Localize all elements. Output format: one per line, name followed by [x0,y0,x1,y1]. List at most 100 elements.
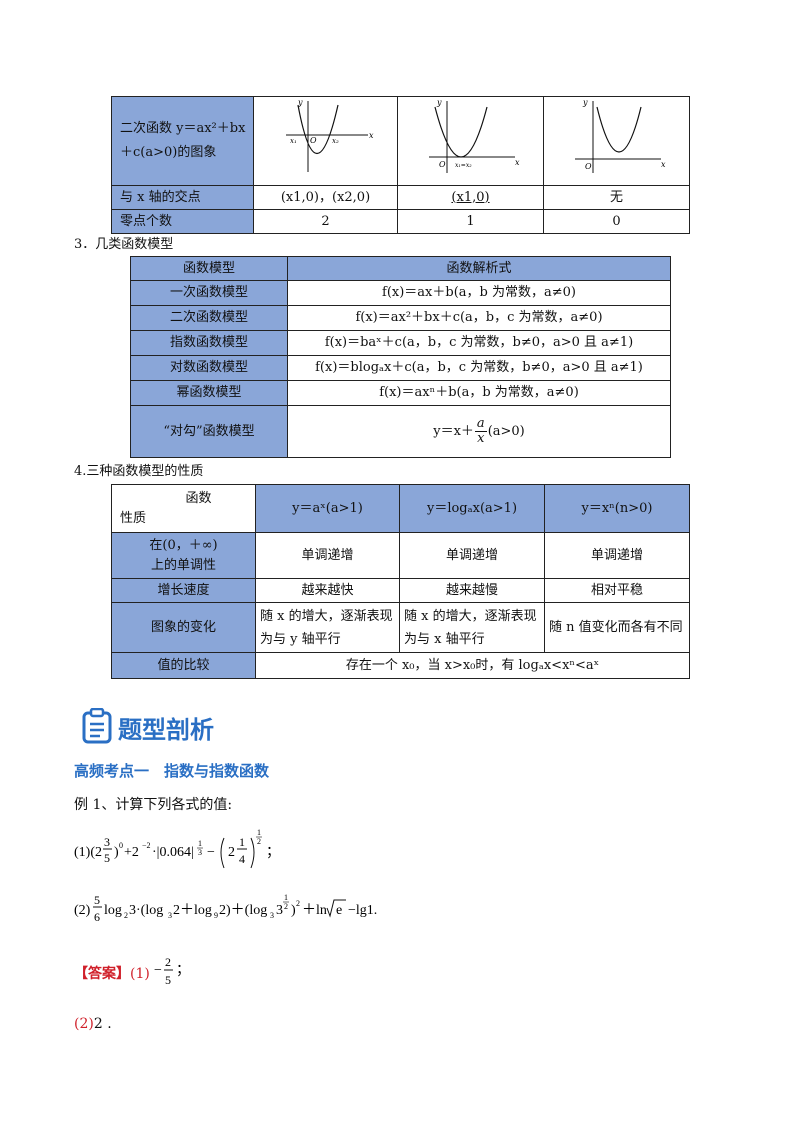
svg-text:1: 1 [239,835,245,849]
row-monotonic: 在(0，＋∞)上的单调性 [111,532,256,579]
svg-text:5: 5 [165,973,171,987]
model-name: 对数函数模型 [130,355,288,381]
header-power: y＝xⁿ(n>0) [544,484,690,533]
svg-text:): ) [114,845,119,860]
svg-text:2: 2 [284,902,288,911]
properties-table: 函数 性质 y＝aˣ(a>1) y＝logₐx(a>1) y＝xⁿ(n>0) 在… [111,484,690,679]
cell: 随 x 的增大，逐渐表现为与 y 轴平行 [255,602,400,653]
section-3-title: 3．几类函数模型 [74,237,174,252]
cell-intersection-0: 无 [543,185,690,210]
svg-text:−: − [154,963,162,978]
svg-text:x: x [515,158,520,167]
svg-text:y: y [297,98,303,107]
svg-text:x₁: x₁ [290,137,297,145]
cell: 越来越快 [255,578,400,603]
svg-text:3·(log: 3·(log [129,903,163,918]
svg-text:2: 2 [228,845,235,860]
answer-label: 【答案】 [74,966,130,982]
svg-text:O: O [585,162,592,171]
topic-title: 高频考点一 指数与指数函数 [74,762,270,780]
svg-text:1: 1 [198,839,202,848]
row-label-intersection: 与 x 轴的交点 [111,185,254,210]
graph-one-root: y x O x₁=x₂ [397,96,544,186]
row-label-graph: 二次函数 y＝ax²＋bx＋c(a>0)的图象 [111,96,254,186]
answer-index: (2) [74,1016,94,1032]
svg-text:log: log [104,903,122,918]
svg-text:−2: −2 [142,841,151,850]
answer-2-value: 2 . [93,1016,112,1032]
graph-two-roots: y x O x₁ x₂ [253,96,398,186]
svg-text:0: 0 [119,841,123,850]
svg-text:2: 2 [296,899,300,908]
svg-text:；: ； [266,845,280,860]
svg-text:3: 3 [104,835,110,849]
svg-text:−lg1.: −lg1. [348,903,377,918]
svg-text:3: 3 [276,903,283,918]
svg-text:x: x [369,131,374,140]
svg-text:+2: +2 [124,845,139,860]
svg-text:·|0.064|: ·|0.064| [152,845,194,860]
svg-text:5: 5 [94,893,100,907]
cell: 随 x 的增大，逐渐表现为与 x 轴平行 [399,602,545,653]
header-model: 函数模型 [130,256,288,281]
svg-text:y: y [582,98,588,107]
svg-text:2: 2 [165,955,171,969]
svg-text:3: 3 [168,911,172,920]
row-comparison: 值的比较 [111,652,256,679]
model-name: 二次函数模型 [130,305,288,331]
svg-text:1: 1 [284,893,288,902]
corner-cell: 函数 性质 [111,484,256,533]
cell-intersection-1: (x1,0) [397,185,544,210]
svg-text:5: 5 [104,851,110,865]
model-formula: f(x)＝ax²＋bx＋c(a，b，c 为常数，a≠0) [287,305,671,331]
svg-text:O: O [439,160,446,169]
cell-intersection-2: (x1,0)，(x2,0) [253,185,398,210]
svg-text:−: − [207,845,215,860]
model-formula: f(x)＝baˣ＋c(a，b，c 为常数，b≠0，a>0 且 a≠1) [287,330,671,356]
svg-text:4: 4 [239,852,245,866]
graph-no-root: y x O [543,96,690,186]
svg-text:2＋log: 2＋log [173,903,212,918]
svg-text:O: O [310,136,317,145]
cell: 越来越慢 [399,578,545,603]
svg-text:x₁=x₂: x₁=x₂ [455,162,472,169]
svg-text:x: x [661,160,666,169]
formula-2: (2) 5 6 log 2 3·(log 3 2＋log 9 2)＋(log 3… [74,884,394,934]
header-formula: 函数解析式 [287,256,671,281]
svg-text:2: 2 [257,837,261,846]
answer-index: (1) [130,966,150,982]
answer-line-1: 【答案】(1) − 2 5 ； [74,954,194,994]
svg-text:9: 9 [214,911,218,920]
formula-1: (1)(2 3 5 ) 0 +2 −2 ·|0.064| 1 3 − 2 1 4… [74,826,314,880]
svg-text:3: 3 [198,848,202,857]
svg-text:e: e [336,903,342,918]
cell: 随 n 值变化而各有不同 [544,602,690,653]
model-name: “对勾”函数模型 [130,405,288,458]
example-intro: 例 1、计算下列各式的值: [74,797,233,813]
svg-text:y: y [436,98,442,107]
header-exp: y＝aˣ(a>1) [255,484,400,533]
cell: 相对平稳 [544,578,690,603]
svg-text:；: ； [176,963,190,978]
cell: 单调递增 [399,532,545,579]
row-label-zero-count: 零点个数 [111,209,254,234]
model-formula: f(x)＝ax＋b(a，b 为常数，a≠0) [287,280,671,306]
cell-zero-count: 2 [253,209,398,234]
cell-zero-count: 0 [543,209,690,234]
model-name: 一次函数模型 [130,280,288,306]
model-name: 指数函数模型 [130,330,288,356]
svg-text:(1)(2: (1)(2 [74,845,102,860]
svg-text:6: 6 [94,910,100,924]
svg-text:3: 3 [270,911,274,920]
svg-text:2: 2 [124,911,128,920]
model-name: 幂函数模型 [130,380,288,406]
row-graph-change: 图象的变化 [111,602,256,653]
model-formula: f(x)＝axⁿ＋b(a，b 为常数，a≠0) [287,380,671,406]
quadratic-table: 二次函数 y＝ax²＋bx＋c(a>0)的图象 y x O x₁ x₂ y x … [111,96,690,234]
row-growth: 增长速度 [111,578,256,603]
svg-text:x₂: x₂ [332,137,339,145]
section-4-title: 4.三种函数模型的性质 [74,464,204,479]
model-formula: f(x)＝blogₐx＋c(a，b，c 为常数，b≠0，a>0 且 a≠1) [287,355,671,381]
